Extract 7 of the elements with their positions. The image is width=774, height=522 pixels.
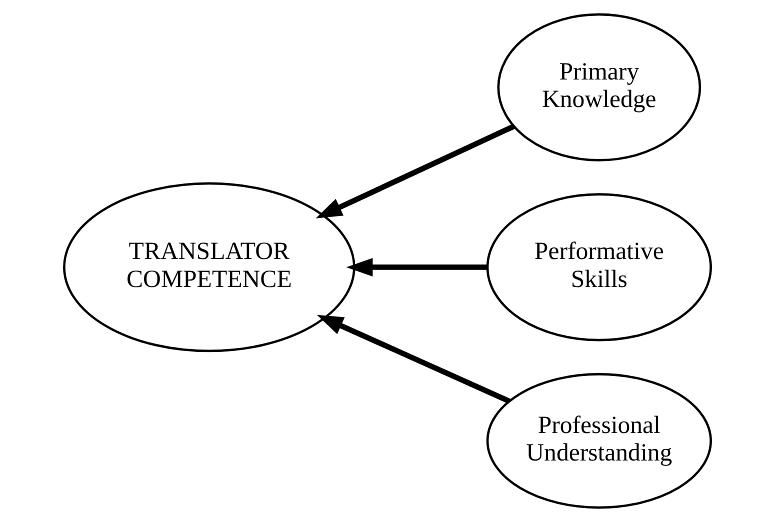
node-ellipse: Professional Understanding xyxy=(486,373,712,509)
arrow xyxy=(315,124,514,218)
arrow xyxy=(316,314,510,404)
node-ellipse: Performative Skills xyxy=(486,193,712,342)
arrow xyxy=(346,258,487,276)
node-ellipse: TRANSLATOR COMPETENCE xyxy=(62,182,355,352)
node-ellipse: Primary Knowledge xyxy=(496,13,701,162)
